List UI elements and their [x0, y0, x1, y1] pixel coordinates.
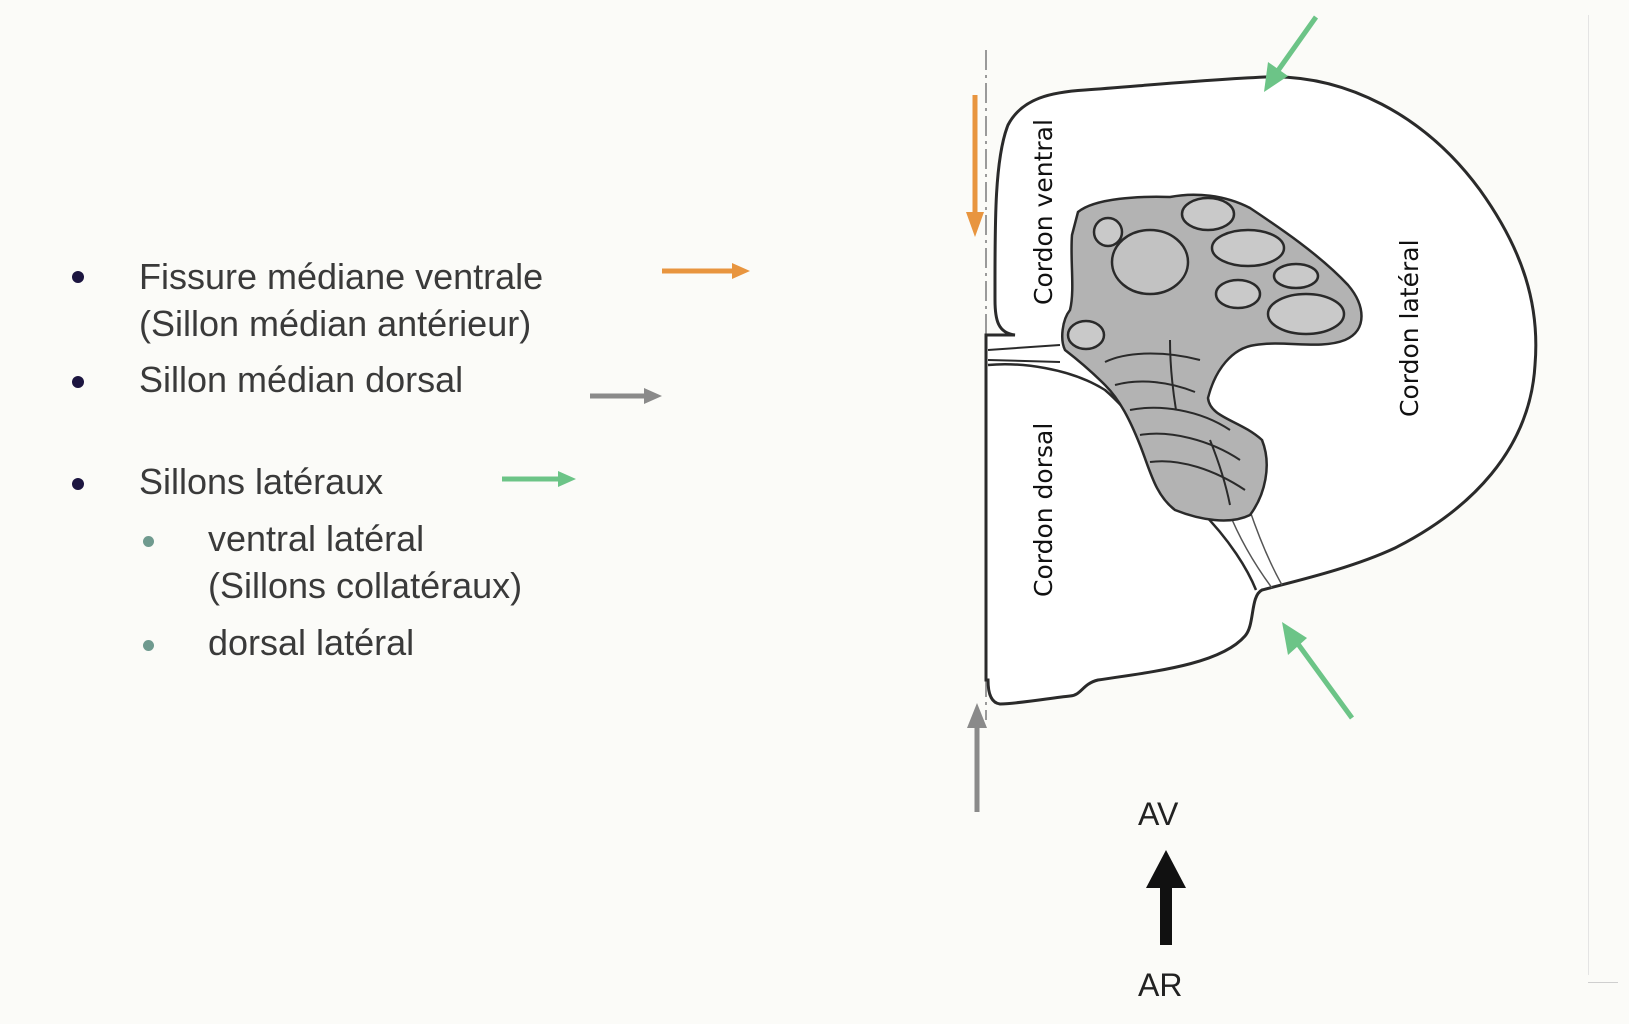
ventral-fissure-arrow-icon	[966, 95, 984, 237]
frame-edge	[1588, 15, 1589, 975]
orientation-arrow-icon	[1146, 850, 1186, 945]
ventral-lateral-label-line1: ventral latéral	[208, 518, 425, 559]
av-label: AV	[1138, 796, 1179, 832]
gray-arrow-icon	[590, 388, 662, 404]
bullet-list: Fissure médiane ventrale (Sillon médian …	[72, 256, 750, 663]
motor-nucleus	[1092, 216, 1124, 248]
motor-nucleus	[1180, 196, 1236, 232]
dorsal-sulcus-arrow-icon	[967, 703, 987, 812]
sub-bullet-dot	[143, 640, 154, 651]
motor-nucleus	[1210, 228, 1286, 268]
fissure-label-line1: Fissure médiane ventrale	[139, 256, 544, 297]
commissure	[987, 344, 1061, 363]
motor-nucleus	[1214, 278, 1262, 310]
cordon-dorsal-label: Cordon dorsal	[1029, 423, 1058, 597]
bullet-dot	[72, 271, 84, 283]
dorsal-lateral-label: dorsal latéral	[208, 622, 415, 663]
ventral-lateral-arrow-icon	[1264, 15, 1319, 92]
dorsal-median-label: Sillon médian dorsal	[139, 359, 464, 400]
orange-arrow-icon	[662, 263, 750, 279]
laminae	[1104, 339, 1246, 506]
sub-bullet-dot	[143, 536, 154, 547]
cordon-lateral-label: Cordon latéral	[1395, 239, 1424, 417]
motor-nucleus	[1110, 228, 1190, 296]
motor-nucleus	[1066, 319, 1106, 351]
bullet-dot	[72, 376, 84, 388]
ar-label: AR	[1138, 967, 1182, 1003]
lateral-sulci-label: Sillons latéraux	[139, 461, 384, 502]
frame-tick	[1588, 982, 1618, 983]
ventral-lateral-label-line2: (Sillons collatéraux)	[208, 565, 523, 606]
cordon-ventral-label: Cordon ventral	[1029, 119, 1058, 305]
dorsal-lateral-arrow-icon	[1282, 622, 1355, 720]
motor-nucleus	[1272, 262, 1320, 290]
green-arrow-icon	[502, 471, 576, 487]
fissure-label-line2: (Sillon médian antérieur)	[139, 303, 532, 344]
motor-nucleus	[1266, 292, 1346, 336]
white-matter-outline	[984, 75, 1538, 706]
bullet-dot	[72, 478, 84, 490]
